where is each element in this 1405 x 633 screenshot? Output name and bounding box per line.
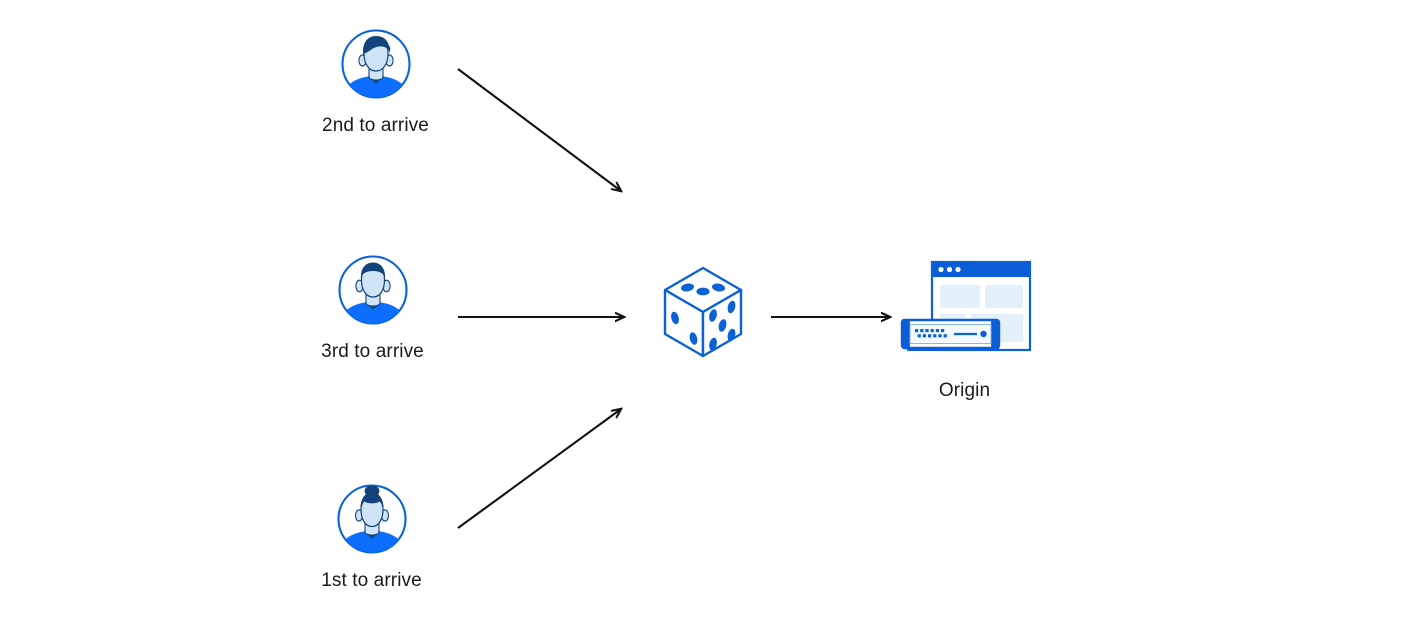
dice-icon [657,262,749,362]
user-avatar-icon [335,252,411,328]
connector-2nd-to-dice [457,68,621,191]
node-visitor-3rd[interactable]: 3rd to arrive [304,252,441,364]
node-visitor-2nd[interactable]: 2nd to arrive [307,26,444,138]
node-visitor-1st[interactable]: 1st to arrive [303,481,440,593]
user-avatar-icon [338,26,414,102]
origin-server-icon [896,258,1033,366]
node-origin[interactable]: Origin [896,258,1033,403]
node-label-visitor-2nd: 2nd to arrive [322,115,429,136]
node-label-origin: Origin [938,380,991,401]
node-label-visitor-3rd: 3rd to arrive [321,341,424,362]
node-randomizer[interactable] [657,262,749,362]
router-appliance-glyph [900,318,1001,351]
node-label-visitor-1st: 1st to arrive [321,570,422,591]
connector-1st-to-dice [457,409,621,529]
user-avatar-icon [334,481,410,557]
